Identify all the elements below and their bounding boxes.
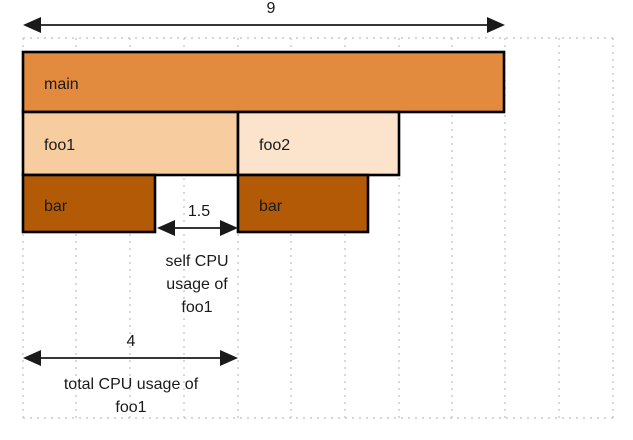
- dimension-value-9: 9: [267, 0, 276, 17]
- frame-label-foo2: foo2: [259, 137, 290, 154]
- dimension-self-cpu: 1.5 self CPU usage of foo1: [157, 203, 238, 316]
- dimension-value-4: 4: [127, 333, 136, 350]
- frame-foo1[interactable]: foo1: [21, 110, 240, 177]
- frame-foo2[interactable]: foo2: [236, 110, 401, 177]
- caption-self-cpu-line1: self CPU: [165, 253, 228, 270]
- frame-bar-right[interactable]: bar: [236, 173, 370, 234]
- caption-total-cpu-line1: total CPU usage of: [64, 376, 199, 393]
- frame-label-bar-right: bar: [259, 198, 283, 215]
- frame-label-bar-left: bar: [44, 198, 68, 215]
- frame-bar-left[interactable]: bar: [21, 173, 157, 234]
- dimension-total-main: 9: [23, 0, 505, 33]
- frame-main[interactable]: main: [21, 50, 506, 114]
- dimension-value-1-5: 1.5: [188, 203, 210, 220]
- caption-self-cpu-line3: foo1: [181, 299, 212, 316]
- frame-label-foo1: foo1: [44, 137, 75, 154]
- caption-total-cpu-line2: foo1: [115, 399, 146, 416]
- frame-label-main: main: [44, 76, 79, 93]
- caption-self-cpu-line2: usage of: [166, 276, 228, 293]
- dimension-total-cpu: 4 total CPU usage of foo1: [23, 333, 238, 416]
